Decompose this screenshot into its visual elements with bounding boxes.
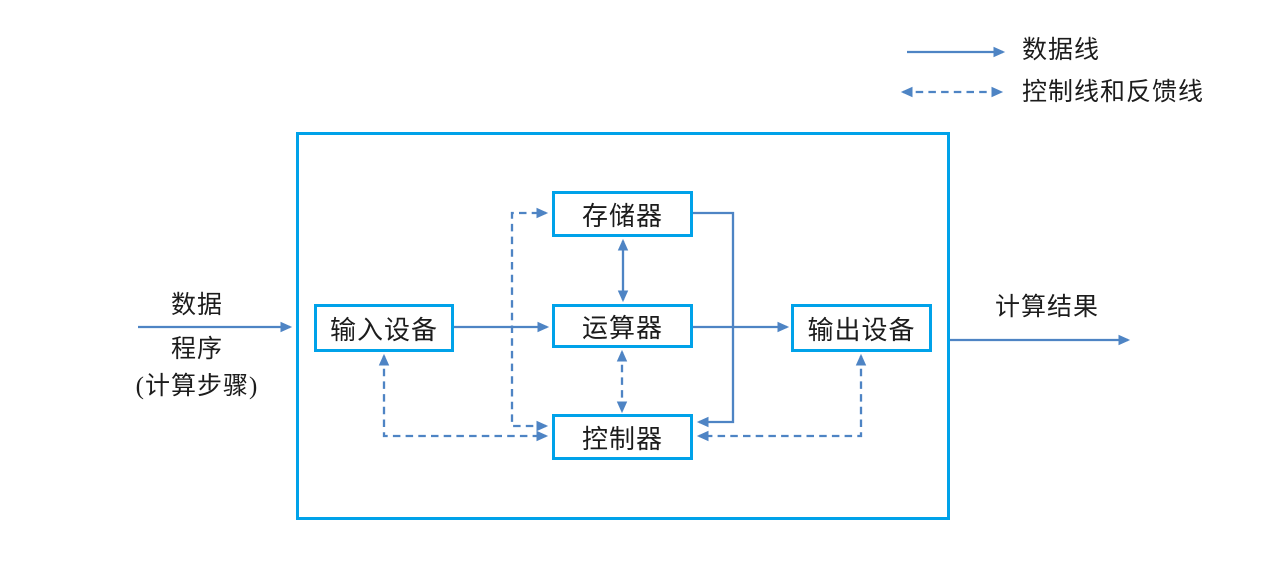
- block-input-device-label: 输入设备: [329, 315, 438, 345]
- legend-control-line-label: 控制线和反馈线: [1022, 79, 1205, 106]
- external-output-label: 计算结果: [994, 294, 1099, 321]
- external-input-label-line2: 程序: [170, 336, 223, 363]
- block-alu-label: 运算器: [581, 313, 663, 343]
- system-boundary: [296, 132, 950, 520]
- legend-data-line-label: 数据线: [1022, 37, 1101, 64]
- block-controller-label: 控制器: [581, 424, 663, 454]
- block-output-device: 输出设备: [791, 304, 932, 352]
- block-memory-label: 存储器: [581, 201, 663, 231]
- block-memory: 存储器: [552, 191, 693, 237]
- block-input-device: 输入设备: [314, 304, 454, 352]
- external-input-label-line1: 数据: [170, 292, 223, 319]
- block-output-device-label: 输出设备: [807, 315, 916, 345]
- external-input-label-line3: (计算步骤): [135, 373, 259, 400]
- block-controller: 控制器: [552, 414, 693, 460]
- block-alu: 运算器: [552, 304, 693, 348]
